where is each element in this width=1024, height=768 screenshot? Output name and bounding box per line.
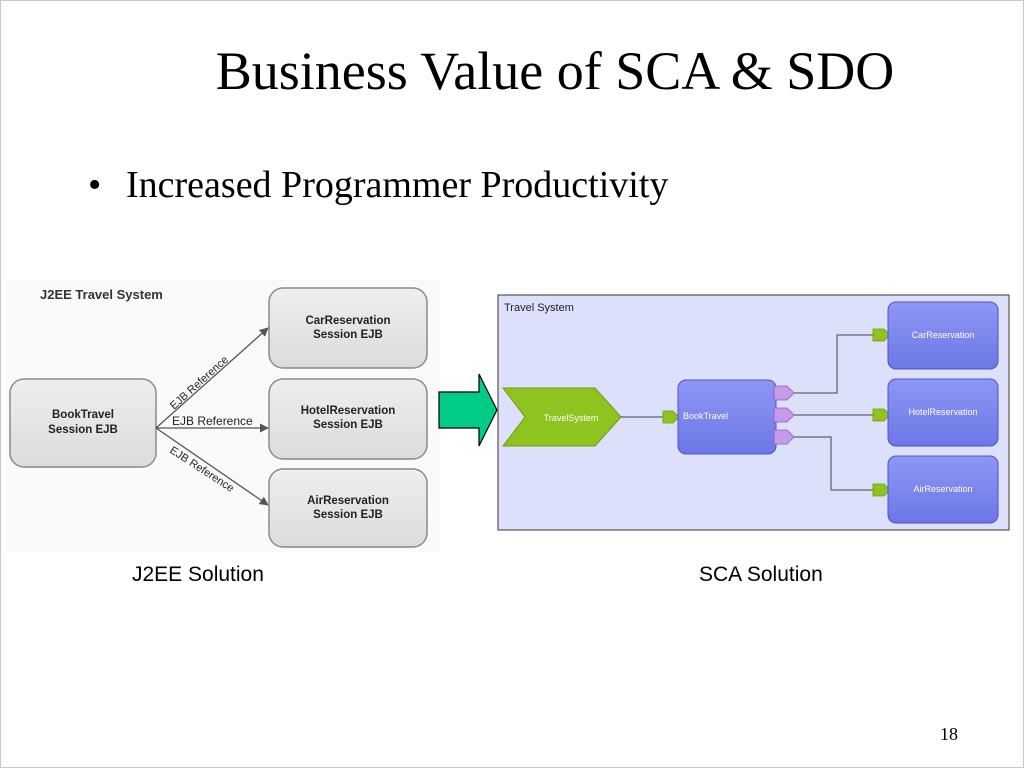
sca-travel-system-label: TravelSystem bbox=[544, 413, 599, 423]
j2ee-car-reservation-line2: Session EJB bbox=[313, 329, 383, 341]
sca-component-service-port bbox=[662, 410, 680, 424]
sca-wire-air bbox=[794, 436, 875, 491]
j2ee-air-reservation-line1: AirReservation bbox=[307, 495, 389, 507]
right-arrow-icon bbox=[438, 373, 498, 447]
bullet-marker: • bbox=[88, 164, 102, 206]
sca-solution-caption: SCA Solution bbox=[699, 563, 823, 586]
j2ee-book-travel-box: BookTravel Session EJB bbox=[9, 378, 157, 468]
sca-diagram: Travel System TravelSystem BookTravel Ca… bbox=[497, 294, 1010, 531]
bullet-text: Increased Programmer Productivity bbox=[126, 164, 669, 206]
sca-service-port-car bbox=[872, 328, 891, 342]
j2ee-book-travel-line1: BookTravel bbox=[52, 409, 114, 421]
bullet-item: • Increased Programmer Productivity bbox=[88, 166, 668, 204]
j2ee-hotel-reservation-line1: HotelReservation bbox=[301, 405, 396, 417]
sca-book-travel-label: BookTravel bbox=[683, 411, 728, 421]
slide-title: Business Value of SCA & SDO bbox=[215, 41, 895, 101]
sca-reference-port-air bbox=[773, 429, 795, 445]
sca-service-port-air bbox=[872, 483, 891, 497]
sca-reference-port-car bbox=[773, 385, 795, 401]
sca-air-reservation-label: AirReservation bbox=[913, 484, 972, 494]
sca-book-travel-component: BookTravel bbox=[677, 379, 777, 455]
sca-diagram-title: Travel System bbox=[504, 302, 574, 314]
j2ee-car-reservation-line1: CarReservation bbox=[305, 315, 390, 327]
sca-car-reservation-component: CarReservation bbox=[887, 301, 999, 370]
sca-air-reservation-component: AirReservation bbox=[887, 455, 999, 524]
sca-travel-system-service: TravelSystem bbox=[501, 387, 622, 447]
j2ee-air-reservation-line2: Session EJB bbox=[313, 509, 383, 521]
j2ee-reference-label-hotel: EJB Reference bbox=[172, 414, 253, 428]
j2ee-diagram-title: J2EE Travel System bbox=[40, 287, 163, 302]
sca-wire-car bbox=[794, 334, 875, 394]
j2ee-solution-caption: J2EE Solution bbox=[132, 563, 264, 586]
sca-hotel-reservation-component: HotelReservation bbox=[887, 378, 999, 447]
slide-number: 18 bbox=[940, 724, 958, 744]
j2ee-hotel-reservation-line2: Session EJB bbox=[313, 419, 383, 431]
j2ee-air-reservation-box: AirReservation Session EJB bbox=[268, 468, 428, 548]
sca-car-reservation-label: CarReservation bbox=[912, 330, 975, 340]
j2ee-car-reservation-box: CarReservation Session EJB bbox=[268, 287, 428, 369]
j2ee-reference-arrow-car bbox=[155, 327, 269, 429]
sca-hotel-reservation-label: HotelReservation bbox=[908, 407, 977, 417]
j2ee-diagram: J2EE Travel System BookTravel Session EJ… bbox=[6, 280, 440, 552]
j2ee-reference-arrow-air bbox=[155, 427, 269, 506]
sca-reference-port-hotel bbox=[773, 407, 795, 423]
sca-service-port-hotel bbox=[872, 408, 891, 422]
j2ee-book-travel-line2: Session EJB bbox=[48, 424, 118, 436]
j2ee-hotel-reservation-box: HotelReservation Session EJB bbox=[268, 378, 428, 460]
